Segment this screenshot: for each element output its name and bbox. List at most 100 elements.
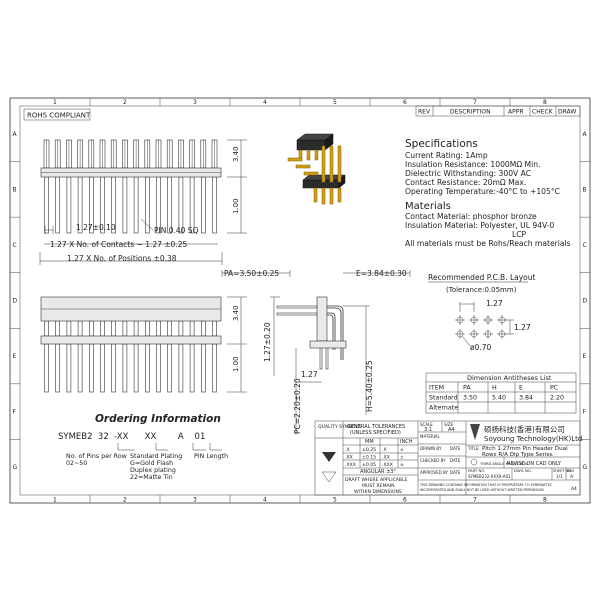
- pcb-pitch-top: 1.27: [486, 299, 503, 308]
- side-view: PA=3.50±0.25 E=3.84±0.30 1.27±0.20 1.27 …: [221, 269, 411, 435]
- dwg-no-label: DWG NO.: [514, 468, 532, 473]
- lower-insulator-base: [40, 335, 222, 345]
- front-pin-lower: [167, 176, 172, 234]
- spec-current: Current Rating: 1Amp: [405, 151, 488, 160]
- order-duplex: Duplex plating: [130, 467, 176, 474]
- material-contact: Contact Material: phosphor bronze: [405, 212, 537, 221]
- dim-table-header: E: [519, 385, 523, 392]
- drawn-label: DRAWN BY: [420, 446, 442, 451]
- approved-date-label: DATE: [450, 470, 461, 475]
- quality-symbols: QUALITY SYMBOLS: [318, 424, 361, 430]
- size-label: SIZE: [444, 422, 453, 427]
- tolerance-cell: .XX: [382, 455, 390, 461]
- size-value: A4: [448, 427, 455, 433]
- lower-pin-tail: [66, 343, 72, 393]
- specifications-block: Specifications Current Rating: 1Amp Insu…: [405, 138, 571, 248]
- order-gold-flash: G=Gold Flash: [130, 460, 173, 467]
- lower-pin-tail: [111, 343, 116, 393]
- lower-pin-mid: [178, 320, 184, 337]
- pc-dim: PC=2.20±0.20: [293, 378, 302, 434]
- company-name-cn: 硕扬科技(香港)有限公司: [484, 424, 565, 434]
- lower-pin-tail: [100, 343, 105, 393]
- pcb-title: Recommended P.C.B. Layout: [428, 273, 536, 282]
- rohs-label: ROHS COMPLIANT: [27, 112, 91, 120]
- draft-note-3: WITHIN DIMENSIONS: [354, 489, 402, 495]
- order-pins-per-row: No. of Pins per Row: [66, 453, 127, 460]
- dim-table-cell: 2.20: [550, 395, 564, 402]
- lower-pin-mid: [100, 320, 105, 337]
- spec-dielectric: Dielectric Withstanding: 300V AC: [405, 169, 531, 178]
- e-dim: E=3.84±0.30: [356, 269, 407, 278]
- zone-col-bottom-3: 3: [193, 497, 197, 504]
- front-dim-1-00: 1.00: [232, 198, 240, 214]
- footer-line-2: INCORPORATED AND SHALL NOT BE USED WITHO…: [420, 488, 544, 492]
- zone-row-right-D: D: [583, 298, 588, 305]
- paper-size: A4: [571, 486, 577, 492]
- zone-row-right-C: C: [583, 242, 587, 249]
- tolerance-cell: .XX: [345, 455, 353, 461]
- part-no-label: PART NO.: [468, 468, 485, 473]
- tolerance-cell: ±0.05: [362, 462, 376, 468]
- tolerances-sub: (UNLESS SPECIFIED): [350, 430, 401, 436]
- quality-triangle-outline-icon: [321, 471, 337, 483]
- scale-value: 3:1: [424, 427, 432, 433]
- spec-contact-resistance: Contact Resistance: 20mΩ Max.: [405, 178, 526, 187]
- zone-row-right-G: G: [583, 464, 588, 471]
- front-pin-lower: [212, 176, 217, 234]
- material-label: MATERIAL: [420, 434, 441, 439]
- side-insulator: [316, 296, 328, 342]
- projection-icon: [470, 458, 478, 466]
- front-pin-lower: [55, 176, 61, 234]
- order-standard-plating: Standard Plating: [130, 453, 182, 460]
- border-zone-ticks: [10, 98, 590, 503]
- rev-label: REV: [567, 469, 575, 473]
- tolerance-cell: ±0.25: [362, 447, 376, 453]
- zone-col-bottom-5: 5: [333, 497, 337, 504]
- company-name-en: Soyoung Technology(HK)Ltd: [484, 435, 582, 443]
- revise-note: REVISE ON CAD ONLY: [507, 461, 562, 467]
- zone-col-bottom-6: 6: [403, 497, 407, 504]
- draft-note-1: DRAFT WHERE APPLICABLE: [345, 477, 408, 483]
- tolerance-cell: .XXX: [345, 462, 356, 468]
- front-pin-lower: [66, 176, 72, 234]
- front-view-pins: [43, 139, 218, 234]
- zone-col-top-1: 1: [53, 99, 57, 106]
- spec-temperature: Operating Temperature:-40°C to +105°C: [405, 187, 560, 196]
- material-lcp: LCP: [512, 230, 527, 239]
- lower-pin-tail: [55, 343, 61, 393]
- rohs-box: [23, 108, 91, 121]
- dim-table-header: PA: [463, 385, 471, 392]
- front-pin-lower: [133, 176, 139, 234]
- zone-col-bottom-2: 2: [123, 497, 127, 504]
- sheet-label: SHEET NO.: [553, 469, 572, 473]
- title-block: QUALITY SYMBOLS GENERAL TOLERANCES (UNLE…: [314, 420, 582, 496]
- rev-header: REV: [418, 109, 431, 116]
- title-label: TITLE: [467, 446, 479, 451]
- pcb-tolerance: (Tolerance:0.05mm): [446, 286, 517, 294]
- pin-note: PIN 0.40 SQ: [154, 226, 199, 235]
- zone-col-bottom-1: 1: [53, 497, 57, 504]
- title-line-2: Rows R/A Dip Type Series: [482, 452, 553, 458]
- positions-dim: 1.27 X No. of Positions ±0.38: [67, 254, 177, 263]
- dim-table-cell: 3.50: [463, 395, 477, 402]
- lower-pin-mid: [111, 320, 116, 337]
- zone-row-left-G: G: [13, 464, 18, 471]
- zone-col-bottom-8: 8: [543, 497, 547, 504]
- zone-col-top-2: 2: [123, 99, 127, 106]
- ordering-information: Ordering Information SYMEB2 32 -XX XX A …: [58, 413, 228, 481]
- material-insulation: Insulation Material: Polyester, UL 94V-0: [405, 221, 555, 230]
- lower-pin-mid: [77, 320, 83, 337]
- checked-date-label: DATE: [450, 458, 461, 463]
- zone-col-top-7: 7: [473, 99, 477, 106]
- front-pin-lower: [189, 176, 195, 234]
- lower-pin-tail: [145, 343, 150, 393]
- lower-pin-mid: [156, 320, 161, 337]
- pcb-layout: Recommended P.C.B. Layout (Tolerance:0.0…: [428, 273, 536, 352]
- lower-pin-mid: [189, 320, 195, 337]
- order-pins-range: 02~50: [66, 460, 87, 467]
- dim-table-cell: 3.84: [519, 395, 533, 402]
